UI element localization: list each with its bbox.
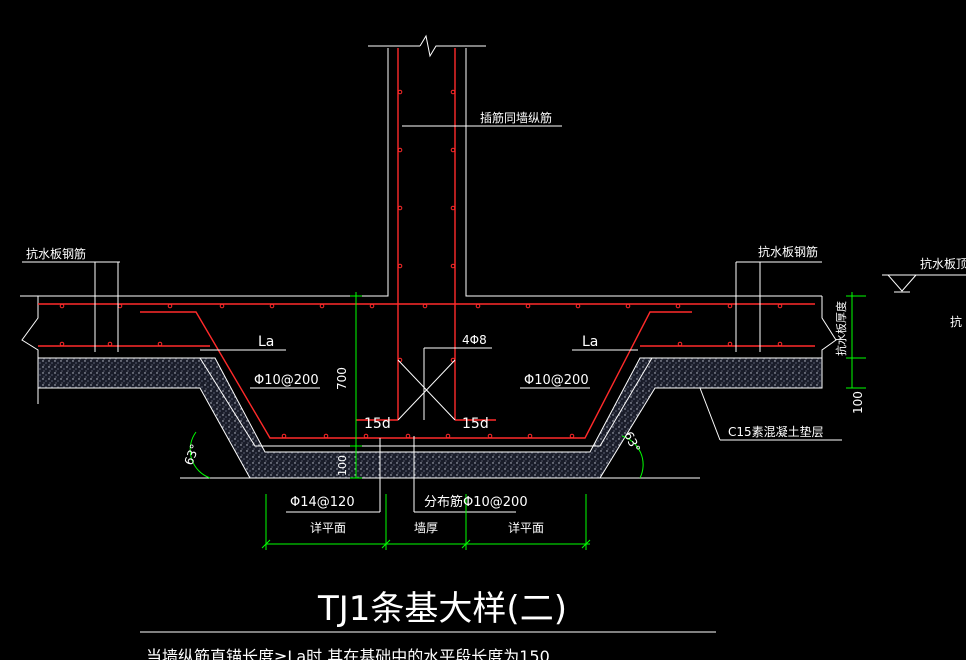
label-detail-left: 详平面 [310,520,346,535]
label-dim-100-bottom: 100 [336,455,349,476]
drawing-note: 当墙纵筋直锚长度≥La时,其在基础中的水平段长度为150 [146,647,550,660]
rebar-dots [59,89,783,439]
rebar [38,48,815,439]
label-la-right: La [582,334,598,350]
label-4phi8: 4Φ8 [462,333,487,347]
label-dist-bars: 分布筋Φ10@200 [424,494,528,510]
label-far-right-cut: 抗 [950,314,962,329]
label-top-far-right: 抗水板顶 [920,256,966,271]
label-wall-thickness: 墙厚 [414,521,438,535]
label-dim-700: 700 [335,367,349,390]
label-rebar-top-right: 抗水板钢筋 [758,244,818,259]
label-rebar-top-left: 抗水板钢筋 [26,246,86,261]
leader-lines [22,125,966,513]
label-la-left: La [258,334,274,350]
label-dim-100-right: 100 [851,391,865,414]
label-insert-bars: 插筋同墙纵筋 [480,110,552,125]
foundation-outline [20,34,837,479]
label-bottom-bars: Φ14@120 [290,495,355,510]
label-stirrup-left: Φ10@200 [254,373,319,388]
label-stirrup-right: Φ10@200 [524,373,589,388]
label-hook-right: 15d [462,416,489,432]
dimension-lines [189,292,866,550]
label-hook-left: 15d [364,416,391,432]
drawing-title: TJ1条基大样(二) [317,589,567,629]
label-slab-thickness: 抗水板厚度 [834,301,848,356]
label-angle-left: 63° [182,442,202,467]
concrete-pad [37,357,823,479]
label-detail-right: 详平面 [508,520,544,535]
label-pad: C15素混凝土垫层 [728,424,824,439]
